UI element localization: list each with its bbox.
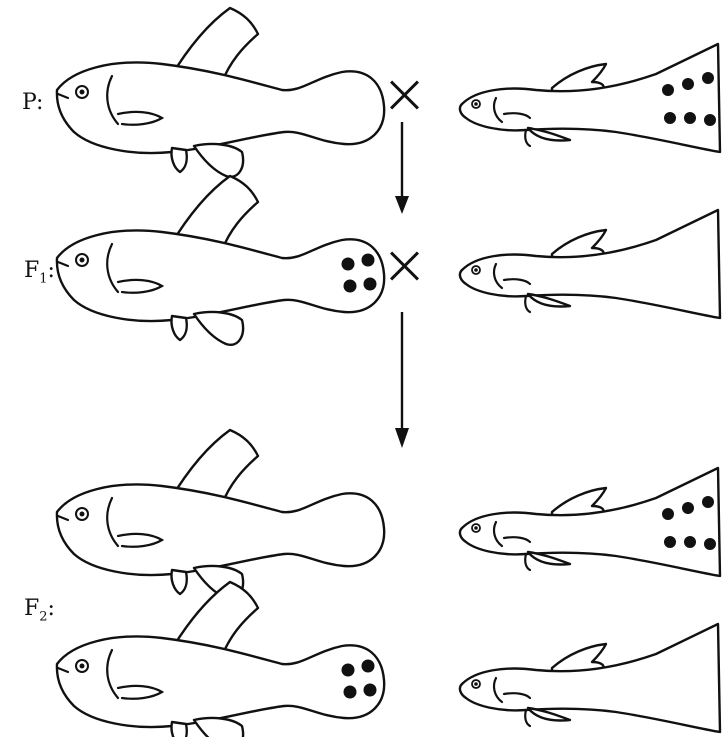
fish-p-male xyxy=(460,44,720,152)
fish-f2-female-a xyxy=(57,430,384,599)
fish-f1-male xyxy=(460,210,720,318)
fish-f2-female-b xyxy=(57,582,384,737)
fish-f2-male-b xyxy=(460,624,720,732)
fish-p-female xyxy=(57,8,384,177)
arrow-p-to-f1 xyxy=(395,122,409,214)
arrow-f1-to-f2 xyxy=(395,312,409,448)
fish-f1-female xyxy=(57,176,384,345)
fish-f2-male-a xyxy=(460,468,720,576)
